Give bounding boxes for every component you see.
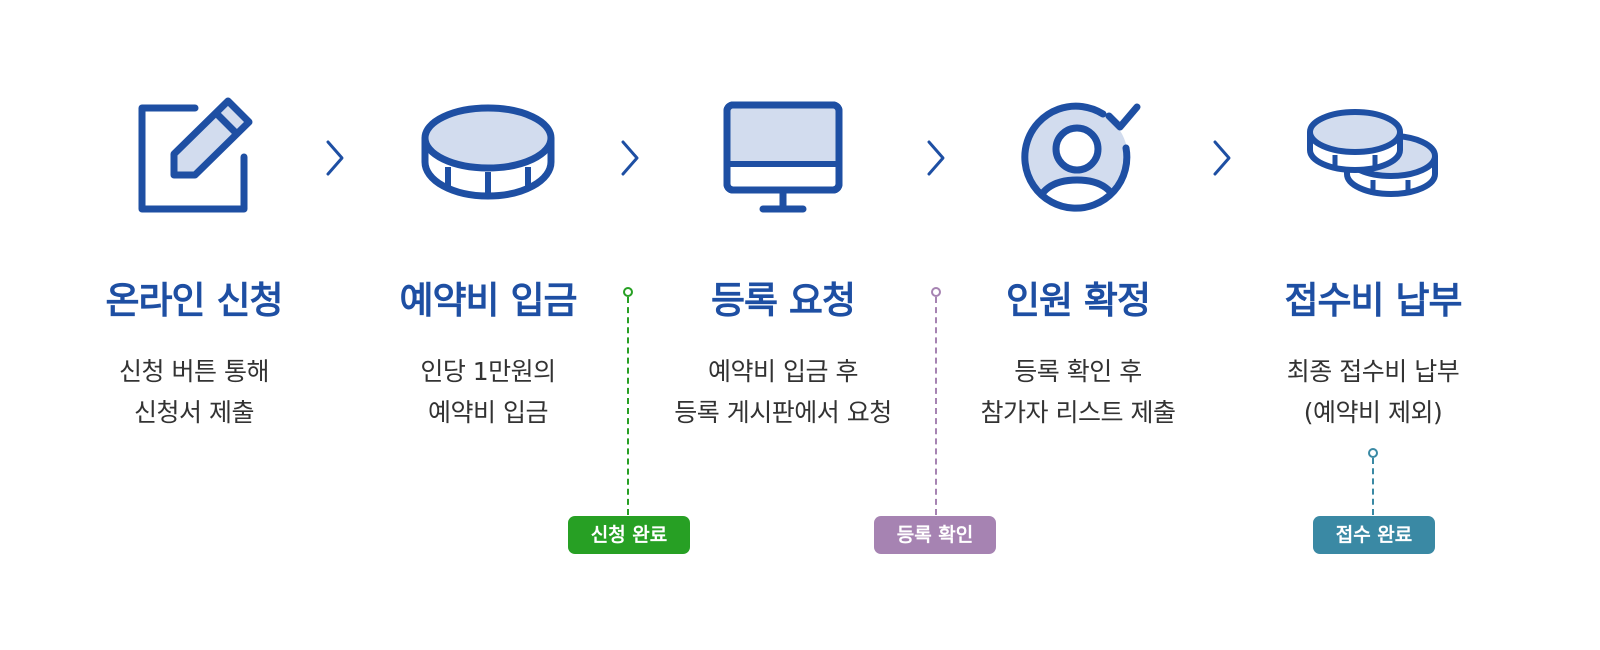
milestone-connector (621, 287, 635, 515)
step-description-line: 예약비 입금 후 (708, 357, 858, 386)
user-check-icon (1007, 92, 1147, 224)
step-title: 온라인 신청 (105, 279, 283, 322)
milestone-dot (623, 287, 633, 297)
step-description-line: 인당 1만원의 (420, 357, 556, 386)
monitor-icon (713, 92, 853, 224)
chevron-right-icon (618, 138, 642, 178)
milestone-dashed-line (1372, 458, 1374, 515)
step-description-line: 최종 접수비 납부 (1286, 357, 1460, 386)
step-description: 인당 1만원의 예약비 입금 (338, 351, 638, 433)
chevron-right-icon (323, 138, 347, 178)
coins-stack-icon (1302, 92, 1442, 224)
step-description: 예약비 입금 후 등록 게시판에서 요청 (633, 351, 933, 433)
chevron-right-icon (924, 138, 948, 178)
step-title: 접수비 납부 (1284, 279, 1462, 322)
step-description-line: 등록 확인 후 (1014, 357, 1142, 386)
chevron-right-icon (1210, 138, 1234, 178)
step-description-line: 참가자 리스트 제출 (980, 398, 1176, 427)
milestone-dashed-line (627, 297, 629, 515)
status-badge-registration-confirmed: 등록 확인 (874, 516, 996, 554)
coin-icon (418, 92, 558, 224)
step-description-line: 예약비 입금 (428, 398, 548, 427)
step-description-line: 신청서 제출 (134, 398, 254, 427)
status-badge-application-complete: 신청 완료 (568, 516, 690, 554)
step-description-line: 등록 게시판에서 요청 (674, 398, 892, 427)
step-description: 신청 버튼 통해 신청서 제출 (44, 351, 344, 433)
step-title: 등록 요청 (710, 279, 856, 322)
step-title: 인원 확정 (1005, 279, 1151, 322)
milestone-dot (1368, 448, 1378, 458)
step-description: 최종 접수비 납부 (예약비 제외) (1223, 351, 1523, 433)
step-description-line: 신청 버튼 통해 (119, 357, 269, 386)
milestone-connector (929, 287, 943, 515)
milestone-dashed-line (935, 297, 937, 515)
status-badge-receipt-complete: 접수 완료 (1313, 516, 1435, 554)
edit-pencil-icon (125, 92, 265, 224)
step-description: 등록 확인 후 참가자 리스트 제출 (928, 351, 1228, 433)
milestone-dot (931, 287, 941, 297)
step-title: 예약비 입금 (399, 279, 577, 322)
milestone-connector (1366, 448, 1380, 515)
step-description-line: (예약비 제외) (1303, 398, 1443, 427)
